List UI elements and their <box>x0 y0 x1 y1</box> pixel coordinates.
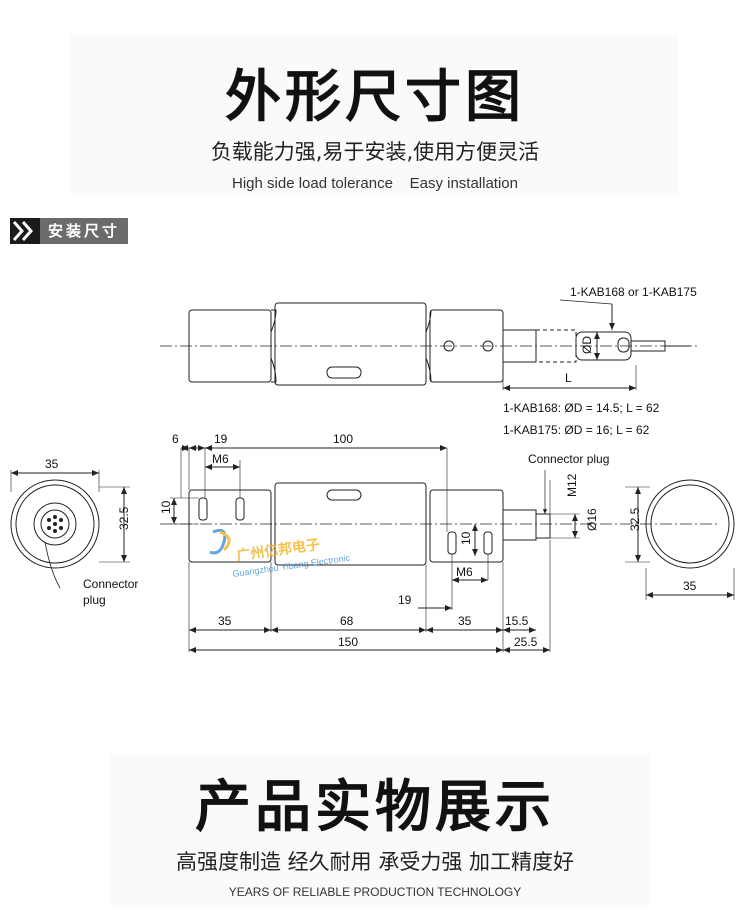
connector-plug-left-label-2: plug <box>83 593 106 607</box>
footer-subtitle-en: YEARS OF RELIABLE PRODUCTION TECHNOLOGY <box>228 885 522 899</box>
dim-m12: M12 <box>565 473 579 497</box>
dim-100: 100 <box>333 432 353 446</box>
dim-19-top: 19 <box>214 432 228 446</box>
dim-m6-top: M6 <box>212 452 229 466</box>
spec-kab168: 1-KAB168: ØD = 14.5; L = 62 <box>503 401 660 415</box>
left-view-35: 35 <box>45 457 59 471</box>
dim-10-right: 10 <box>459 531 473 545</box>
double-chevron-icon <box>10 218 40 244</box>
dim-19-bottom: 19 <box>398 593 412 607</box>
footer-background <box>110 755 650 905</box>
header-subtitle-cn: 负载能力强,易于安装,使用方便灵活 <box>210 140 540 164</box>
dimension-drawing: 1-KAB168 or 1-KAB175 ØD L 1-KAB168: ØD =… <box>10 285 735 653</box>
footer-title: 产品实物展示 <box>195 775 555 840</box>
watermark-logo: 广州亿邦电子 Guangzhou Yibang Electronic <box>209 528 351 579</box>
connector-plug-right-label: Connector plug <box>528 452 609 466</box>
dim-6: 6 <box>172 432 179 446</box>
header-background <box>70 35 678 195</box>
left-view-32-5: 32.5 <box>117 506 131 530</box>
dim-150: 150 <box>338 635 358 649</box>
dim-15-5: 15.5 <box>505 614 529 628</box>
page-title: 外形尺寸图 <box>225 65 525 130</box>
connector-plug-left-label-1: Connector <box>83 577 138 591</box>
dim-16: Ø16 <box>585 508 599 531</box>
spec-kab175: 1-KAB175: ØD = 16; L = 62 <box>503 423 650 437</box>
cable-label: 1-KAB168 or 1-KAB175 <box>570 285 697 299</box>
section-tab: 安装尺寸 <box>10 218 129 244</box>
dim-m6-bottom: M6 <box>456 565 473 579</box>
dim-d-label: ØD <box>580 336 594 354</box>
dim-l-label: L <box>565 371 572 385</box>
dim-35-a: 35 <box>218 614 232 628</box>
right-view-32-5: 32.5 <box>628 507 642 531</box>
dim-68: 68 <box>340 614 354 628</box>
dim-10-left: 10 <box>159 500 173 514</box>
footer-subtitle-cn: 高强度制造 经久耐用 承受力强 加工精度好 <box>175 850 575 874</box>
dim-25-5: 25.5 <box>514 635 538 649</box>
dim-35-b: 35 <box>458 614 472 628</box>
right-view-35: 35 <box>683 579 697 593</box>
connector-pins <box>47 515 63 533</box>
section-tab-label: 安装尺寸 <box>40 218 129 244</box>
header-subtitle-en: High side load tolerance Easy installati… <box>232 175 518 192</box>
